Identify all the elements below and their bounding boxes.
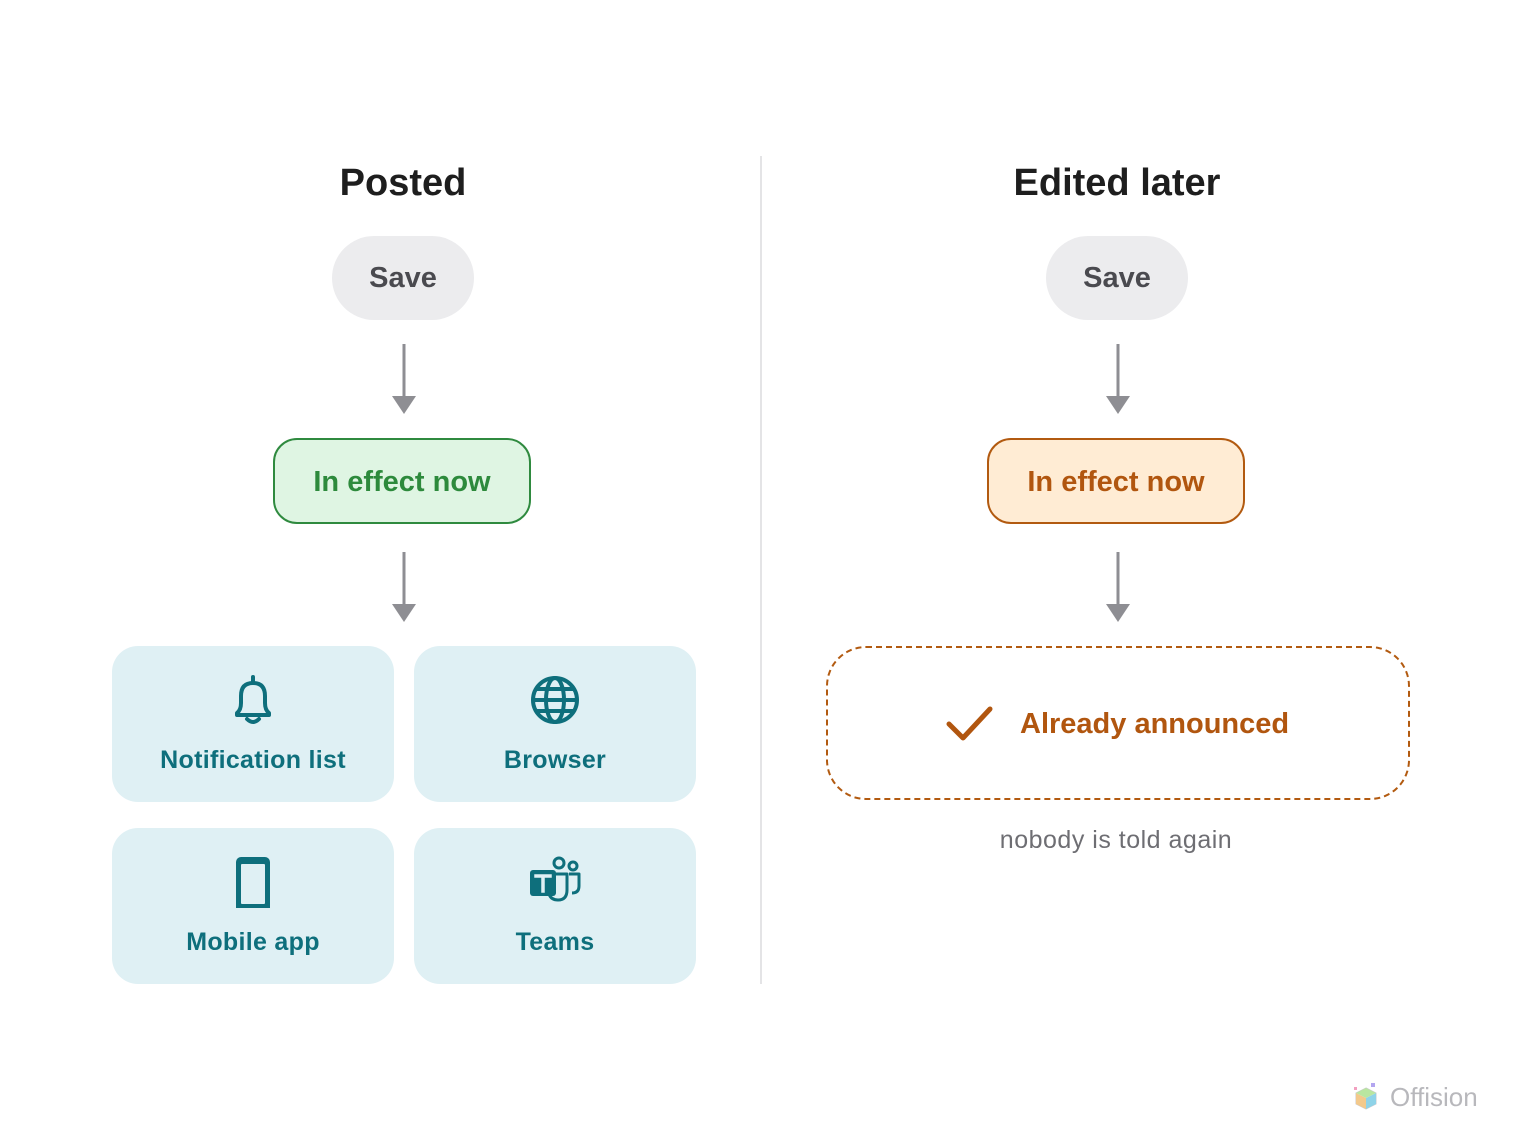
teams-icon bbox=[530, 856, 581, 902]
edited-arrow-to-effect bbox=[1106, 344, 1130, 414]
edited-in-effect-state: In effect now bbox=[987, 438, 1245, 524]
posted-save-step: Save bbox=[332, 236, 474, 320]
channel-label: Browser bbox=[503, 746, 607, 774]
edited-save-step: Save bbox=[1046, 236, 1188, 320]
column-divider bbox=[760, 156, 762, 984]
edited-arrow-to-outcome bbox=[1106, 552, 1130, 622]
outcome-caption: nobody is told again bbox=[999, 826, 1233, 854]
brand-name: Offision bbox=[1390, 1082, 1478, 1112]
channel-label: Teams bbox=[515, 928, 595, 956]
posted-in-effect-state: In effect now bbox=[273, 438, 531, 524]
globe-icon bbox=[531, 676, 579, 724]
channel-card-notification-list: Notification list bbox=[112, 646, 394, 802]
channel-label: Mobile app bbox=[186, 928, 320, 956]
channel-card-browser: Browser bbox=[414, 646, 696, 802]
channel-label: Notification list bbox=[160, 746, 346, 774]
already-announced-label: Already announced bbox=[1020, 708, 1290, 740]
channel-card-teams: Teams bbox=[414, 828, 696, 984]
bell-icon bbox=[235, 675, 271, 724]
phone-icon bbox=[236, 857, 270, 908]
brand-watermark: Offision bbox=[1352, 1079, 1502, 1115]
edited-title: Edited later bbox=[1013, 162, 1221, 204]
posted-arrow-to-channels bbox=[392, 552, 416, 622]
already-announced-box: Already announced bbox=[826, 646, 1410, 800]
posted-arrow-to-effect bbox=[392, 344, 416, 414]
channel-card-mobile-app: Mobile app bbox=[112, 828, 394, 984]
posted-title: Posted bbox=[339, 162, 467, 204]
check-icon bbox=[946, 706, 993, 741]
offision-logo-icon bbox=[1354, 1083, 1377, 1110]
